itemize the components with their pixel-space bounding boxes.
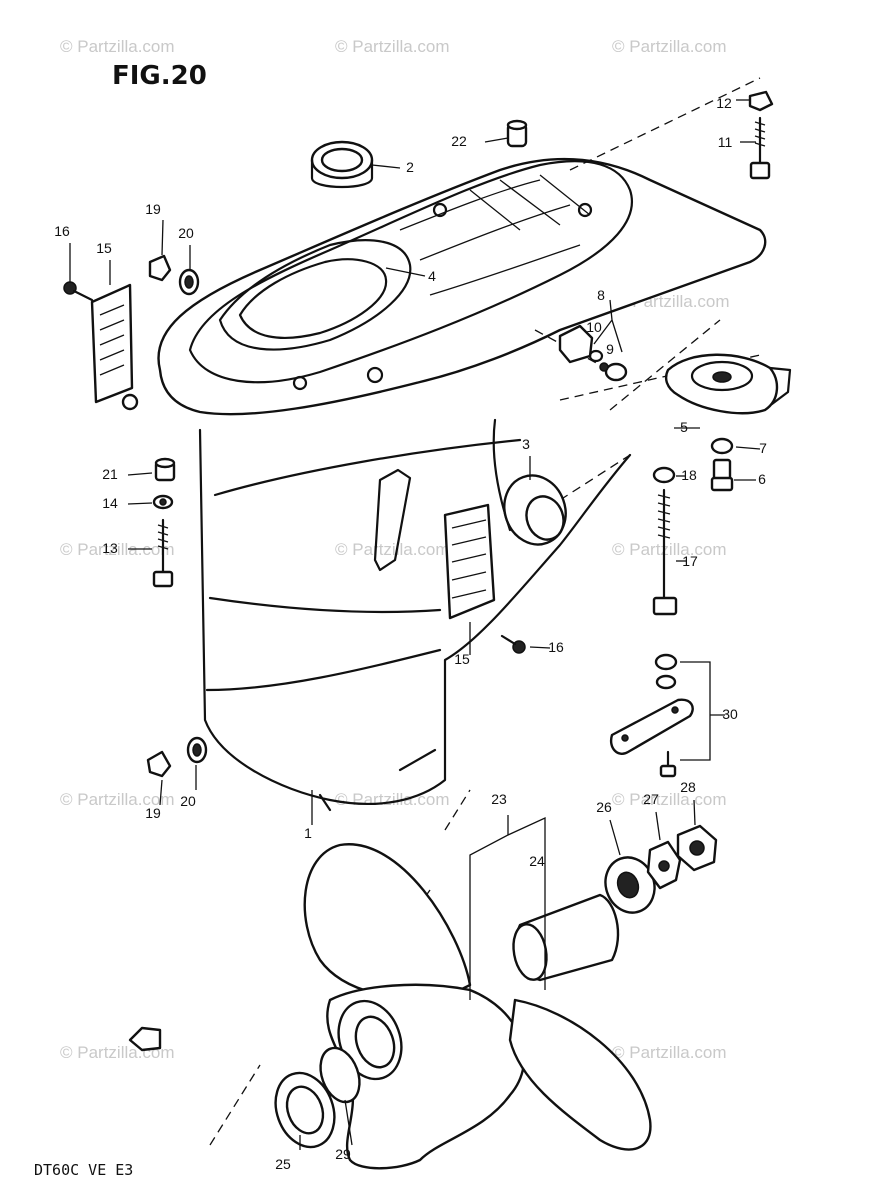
callout-c13: 13 xyxy=(102,540,118,556)
watermark-text: © Partzilla.com xyxy=(335,540,450,559)
washer-part-20-bottom xyxy=(186,736,208,764)
bushing-part-22 xyxy=(506,119,528,148)
watermark-text: © Partzilla.com xyxy=(612,540,727,559)
washer-part-20-top xyxy=(178,268,200,296)
washer-part-10 xyxy=(588,349,604,363)
callout-c16a: 16 xyxy=(54,223,70,239)
watermark-text: © Partzilla.com xyxy=(612,1043,727,1062)
callout-c3: 3 xyxy=(522,436,530,452)
callout-c24: 24 xyxy=(529,853,545,869)
callout-c11: 11 xyxy=(718,134,733,150)
callout-c15a: 15 xyxy=(96,240,112,256)
anode-part-15-left xyxy=(90,283,139,411)
callout-c8: 8 xyxy=(597,287,605,303)
callout-c2: 2 xyxy=(406,159,414,175)
watermark-text: © Partzilla.com xyxy=(335,790,450,809)
callout-c20a: 20 xyxy=(178,225,194,241)
washer-part-18 xyxy=(652,466,676,484)
watermark-text: © Partzilla.com xyxy=(60,540,175,559)
bolt-part-17 xyxy=(652,488,678,616)
anode-part-15-right xyxy=(443,503,496,620)
callout-c4: 4 xyxy=(428,268,436,284)
callout-c21: 21 xyxy=(102,466,118,482)
nut-part-28 xyxy=(676,824,718,872)
callout-c19b: 19 xyxy=(145,805,161,821)
watermark-text: © Partzilla.com xyxy=(60,790,175,809)
bolt-part-13 xyxy=(152,518,174,588)
callout-c20b: 20 xyxy=(180,793,196,809)
bushing-part-29 xyxy=(319,1046,361,1104)
model-code: DT60C VE E3 xyxy=(34,1161,133,1179)
forward-arrow-icon xyxy=(128,1026,162,1052)
callout-c5: 5 xyxy=(680,419,688,435)
callout-c23: 23 xyxy=(491,791,507,807)
watermark-text: © Partzilla.com xyxy=(60,37,175,56)
callout-c25: 25 xyxy=(275,1156,291,1172)
nut-part-12 xyxy=(748,90,774,112)
watermark-text: © Partzilla.com xyxy=(335,37,450,56)
callout-c6: 6 xyxy=(758,471,766,487)
callout-c7: 7 xyxy=(759,440,767,456)
callout-c16b: 16 xyxy=(548,639,564,655)
callout-c18: 18 xyxy=(681,467,697,483)
callout-c10: 10 xyxy=(586,319,602,335)
screw-part-9 xyxy=(599,362,628,382)
callout-c30: 30 xyxy=(722,706,738,722)
washer-part-7 xyxy=(710,437,734,455)
bolt-part-11 xyxy=(749,116,771,180)
callout-c17: 17 xyxy=(682,553,698,569)
trim-tab-part-5 xyxy=(664,353,792,415)
callout-c14: 14 xyxy=(102,495,118,511)
plate-kit-part-30 xyxy=(609,653,694,778)
bolt-part-6 xyxy=(710,458,734,492)
figure-title: FIG.20 xyxy=(112,61,207,91)
callout-layer: 1234567891011121314151516161718191920202… xyxy=(54,95,767,1172)
watermark-text: © Partzilla.com xyxy=(612,37,727,56)
washer-part-14 xyxy=(152,494,174,510)
washer-part-25 xyxy=(274,1071,336,1149)
callout-c28: 28 xyxy=(680,779,696,795)
screw-part-16-bottom xyxy=(500,634,526,654)
plug-part-21 xyxy=(154,457,176,482)
bearing-part-2 xyxy=(310,140,374,189)
callout-c1: 1 xyxy=(304,825,312,841)
propeller-part-23 xyxy=(303,843,652,1170)
callout-c15b: 15 xyxy=(454,651,470,667)
spacer-part-24 xyxy=(512,893,620,982)
callout-c19a: 19 xyxy=(145,201,161,217)
callout-c26: 26 xyxy=(596,799,612,815)
cotter-part-27 xyxy=(646,840,682,890)
screw-part-16-top xyxy=(63,281,94,302)
watermark-text: © Partzilla.com xyxy=(612,790,727,809)
callout-c12: 12 xyxy=(716,95,732,111)
oil-seal-part-3 xyxy=(503,474,567,546)
callout-c9: 9 xyxy=(606,341,614,357)
callout-c27: 27 xyxy=(643,791,659,807)
callout-c29: 29 xyxy=(335,1146,351,1162)
nut-part-19-bottom xyxy=(146,750,172,778)
nut-part-19-top xyxy=(148,254,172,282)
callout-c22: 22 xyxy=(451,133,467,149)
leader-lines xyxy=(69,99,761,1150)
